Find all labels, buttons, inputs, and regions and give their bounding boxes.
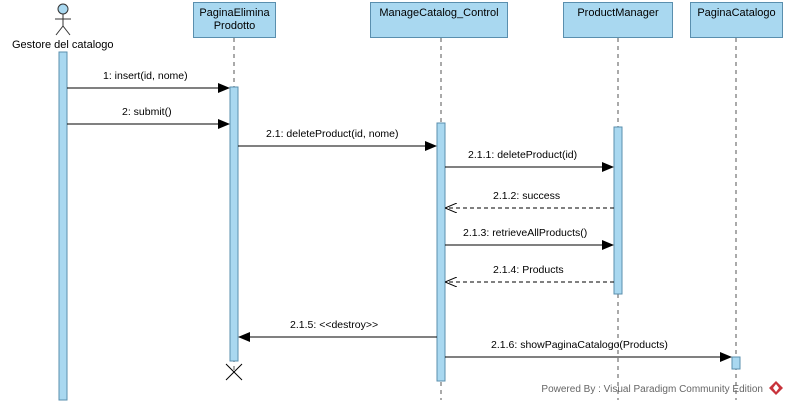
lifeline-header-pagina-elimina-line2: Prodotto	[213, 20, 256, 32]
visual-paradigm-logo-icon	[769, 381, 783, 395]
lifeline-header-manage-catalog-label: ManageCatalog_Control	[379, 7, 499, 19]
manage-catalog-activation-bar	[436, 122, 446, 382]
message-label-m211: 2.1.1: deleteProduct(id)	[468, 149, 578, 161]
lifeline-header-pagina-catalogo-label: PaginaCatalogo	[697, 7, 776, 19]
message-label-m213: 2.1.3: retrieveAllProducts()	[463, 227, 588, 239]
message-label-m212: 2.1.2: success	[493, 190, 561, 202]
actor-label: Gestore del catalogo	[12, 39, 114, 51]
actor-activation-bar	[58, 51, 68, 401]
lifeline-header-pagina-elimina-line1: PaginaElimina	[199, 7, 270, 19]
actor-icon	[55, 3, 71, 36]
lifeline-header-manage-catalog[interactable]: ManageCatalog_Control	[370, 2, 508, 38]
lifeline-header-product-manager[interactable]: ProductManager	[563, 2, 673, 38]
message-label-m1: 1: insert(id, nome)	[103, 70, 188, 82]
pagina-elimina-activation-bar	[229, 86, 239, 362]
message-label-m216: 2.1.6: showPaginaCatalogo(Products)	[491, 339, 668, 351]
destroy-x-icon	[225, 363, 243, 381]
pagina-catalogo-activation-bar	[731, 356, 741, 370]
message-label-m214: 2.1.4: Products	[493, 264, 564, 276]
message-label-m215: 2.1.5: <<destroy>>	[290, 319, 379, 331]
message-label-m2: 2: submit()	[122, 106, 172, 118]
product-manager-activation-bar	[613, 126, 623, 295]
message-label-m21: 2.1: deleteProduct(id, nome)	[266, 128, 399, 140]
lifeline-header-product-manager-label: ProductManager	[577, 7, 659, 19]
powered-by-footer: Powered By : Visual Paradigm Community E…	[541, 384, 763, 395]
lifeline-header-pagina-elimina[interactable]: PaginaElimina Prodotto	[193, 2, 276, 38]
lifeline-header-pagina-catalogo[interactable]: PaginaCatalogo	[690, 2, 783, 38]
